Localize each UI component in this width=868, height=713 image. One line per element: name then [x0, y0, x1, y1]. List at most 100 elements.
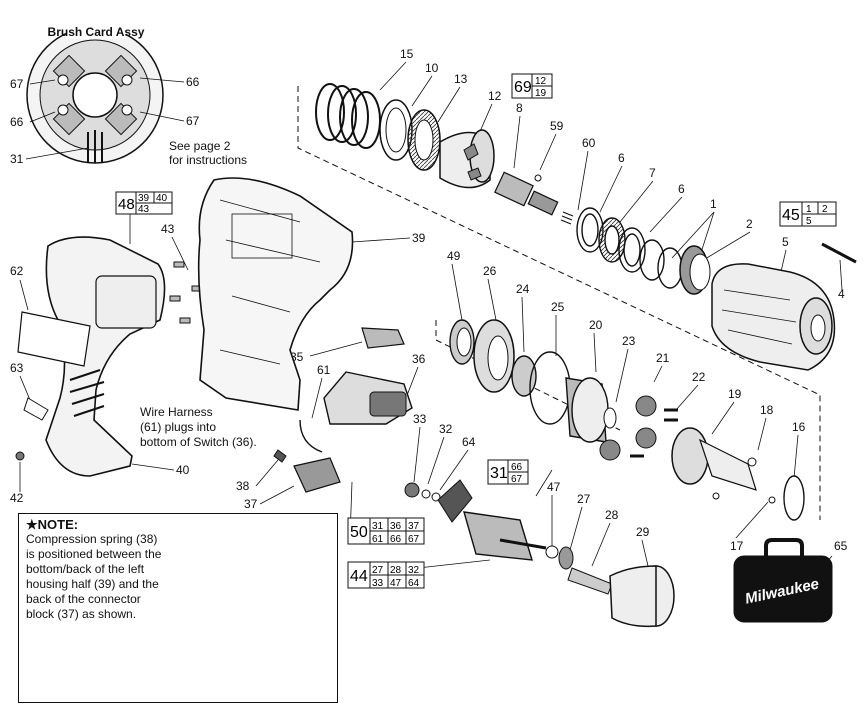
note-line: bottom/back of the left [26, 562, 145, 576]
star-icon: ★ [26, 517, 38, 532]
part-label-63: 63 [10, 361, 24, 375]
kit-44-sub-a: 27 [372, 565, 384, 576]
part-label-6a: 6 [618, 151, 625, 165]
part-label-47: 47 [547, 480, 561, 494]
part-label-16: 16 [792, 420, 806, 434]
part-label-15: 15 [400, 47, 414, 61]
part-label-1: 1 [710, 197, 717, 211]
part-label-36: 36 [412, 352, 426, 366]
kit-44-main: 44 [350, 568, 368, 585]
kit-box-48: 48 39 40 43 [115, 191, 173, 244]
part-label-62: 62 [10, 264, 24, 278]
assembly-axis [297, 86, 821, 520]
note-line: block (37) as shown. [26, 607, 137, 621]
part-label-24: 24 [516, 282, 530, 296]
part-label-42: 42 [10, 491, 24, 505]
motor-assembly [404, 479, 675, 628]
part-label-66b: 66 [10, 115, 24, 129]
part-label-64: 64 [462, 435, 476, 449]
kit-44-sub-e: 47 [390, 578, 402, 589]
part-label-6b: 6 [678, 182, 685, 196]
wire-harness-note: Wire Harness (61) plugs into bottom of S… [140, 405, 257, 449]
kit-48-sub-a: 39 [138, 193, 150, 204]
kit-45-sub-a: 1 [806, 204, 812, 215]
kit-50-sub-c: 37 [408, 521, 420, 532]
kit-50-sub-a: 31 [372, 521, 384, 532]
kit-31-sub-b: 67 [511, 474, 523, 485]
note-box [18, 513, 338, 703]
part-label-25: 25 [551, 300, 565, 314]
part-label-13: 13 [454, 72, 468, 86]
part-label-5: 5 [782, 235, 789, 249]
part-label-61: 61 [317, 363, 331, 377]
kit-69-main: 69 [514, 79, 532, 96]
part-label-28: 28 [605, 508, 619, 522]
note-title: ★NOTE: [26, 517, 79, 532]
part-label-65: 65 [834, 539, 848, 553]
part-label-22: 22 [692, 370, 706, 384]
kit-48-sub-b: 40 [156, 193, 168, 204]
part-label-39: 39 [412, 231, 426, 245]
right-housing-half [15, 236, 203, 477]
kit-69-sub-a: 12 [535, 76, 547, 87]
part-label-59: 59 [550, 119, 564, 133]
ball-59 [534, 174, 542, 182]
hammer-12 [439, 129, 495, 189]
kit-45-sub-b: 2 [822, 204, 828, 215]
kit-31-main: 31 [490, 465, 508, 482]
gear-stack [449, 319, 678, 461]
kit-31-sub-a: 66 [511, 462, 523, 473]
kit-50-sub-b: 36 [390, 521, 402, 532]
part-label-10: 10 [425, 61, 439, 75]
brush-card-drawing: Brush Card Assy [26, 25, 164, 164]
spring-60 [560, 211, 574, 225]
part-label-32: 32 [439, 422, 453, 436]
kit-44-sub-b: 28 [390, 565, 402, 576]
kit-box-50: 50 31 36 37 61 66 67 [347, 517, 425, 545]
part-label-27: 27 [577, 492, 591, 506]
carrier-19 [671, 427, 805, 521]
part-label-31: 31 [10, 152, 24, 166]
kit-box-31: 31 66 67 [487, 459, 529, 485]
brush-card-title: Brush Card Assy [48, 25, 145, 39]
part-number-labels: 67 66 66 67 31 15 10 13 12 8 59 60 6 7 6… [10, 47, 848, 553]
part-label-21: 21 [656, 351, 670, 365]
kit-45-main: 45 [782, 207, 800, 224]
part-label-49: 49 [447, 249, 461, 263]
kit-45-sub-c: 5 [806, 216, 812, 227]
kit-48-main: 48 [118, 196, 135, 213]
kit-box-69: 69 12 19 [511, 73, 553, 99]
part-label-4: 4 [838, 287, 845, 301]
note-text: ★NOTE: Compression spring (38) is positi… [26, 517, 176, 622]
part-label-66a: 66 [186, 75, 200, 89]
part-label-29: 29 [636, 525, 650, 539]
part-label-20: 20 [589, 318, 603, 332]
part-label-33: 33 [413, 412, 427, 426]
note-line: housing half (39) and the [26, 577, 159, 591]
part-label-38: 38 [236, 479, 250, 493]
spring-15 [315, 83, 381, 149]
note-line: Compression spring (38) [26, 532, 158, 546]
bearing-13 [407, 109, 441, 171]
kit-50-sub-e: 66 [390, 534, 402, 545]
kit-44-sub-f: 64 [408, 578, 420, 589]
part-label-7: 7 [649, 166, 656, 180]
part-label-43: 43 [161, 222, 175, 236]
washers-6-7 [576, 207, 683, 289]
kit-69-sub-b: 19 [535, 88, 547, 99]
kit-box-45: 45 1 2 5 [779, 201, 837, 227]
gear-case-5 [711, 263, 836, 371]
part-label-26: 26 [483, 264, 497, 278]
note-line: is positioned between the [26, 547, 162, 561]
part-label-67b: 67 [186, 114, 200, 128]
part-label-37: 37 [244, 497, 258, 511]
see-page-2-text: See page 2 for instructions [169, 139, 248, 167]
kit-44-sub-c: 32 [408, 565, 420, 576]
kit-50-sub-f: 67 [408, 534, 420, 545]
part-label-19: 19 [728, 387, 742, 401]
left-housing-half [197, 177, 354, 411]
part-label-2: 2 [746, 217, 753, 231]
part-label-12: 12 [488, 89, 502, 103]
kit-44-sub-d: 33 [372, 578, 384, 589]
